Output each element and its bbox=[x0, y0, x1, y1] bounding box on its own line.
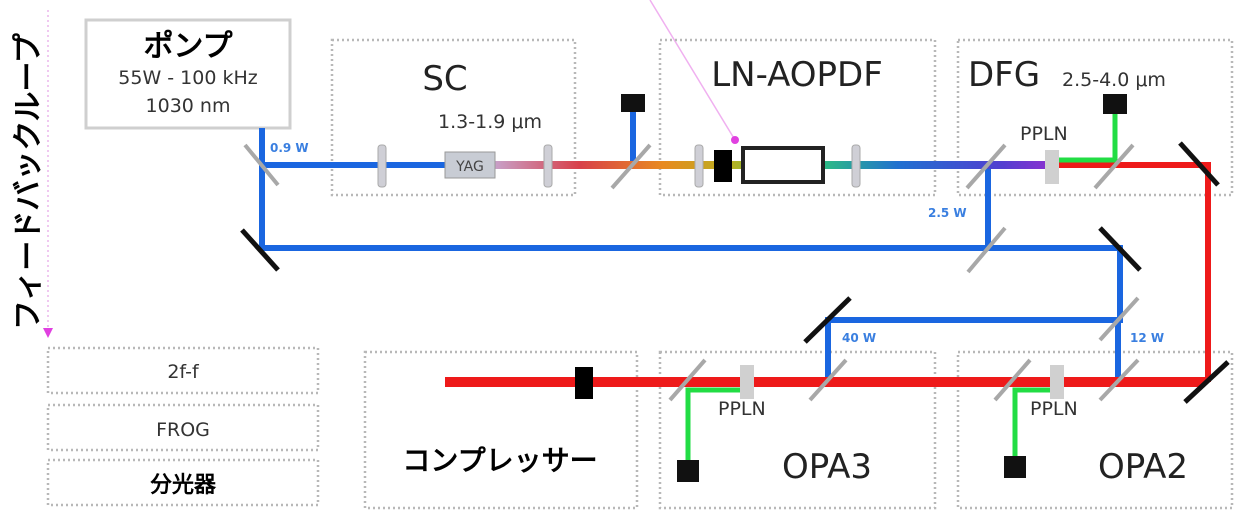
sc-box bbox=[330, 38, 577, 197]
diag-2f-f-label: 2f-f bbox=[167, 361, 200, 383]
dfg-title: DFG bbox=[968, 55, 1040, 95]
dfg-crystal-label: PPLN bbox=[1020, 123, 1068, 145]
pump-spec-wavelength: 1030 nm bbox=[146, 95, 231, 117]
dfg-range: 2.5-4.0 μm bbox=[1062, 69, 1166, 91]
beam-dumps bbox=[621, 94, 1127, 482]
aopdf-aperture bbox=[714, 150, 732, 182]
opa3-crystal-label: PPLN bbox=[718, 398, 766, 420]
diag-2f-f-box bbox=[46, 346, 320, 395]
aopdf-crystal bbox=[741, 146, 825, 184]
power-label-40w: 40 W bbox=[842, 331, 876, 345]
sc-range: 1.3-1.9 μm bbox=[438, 111, 542, 133]
pump-beams bbox=[259, 108, 1123, 380]
power-label-2-5w: 2.5 W bbox=[928, 206, 967, 220]
pump-spec-power: 55W - 100 kHz bbox=[118, 67, 257, 89]
dfg-box bbox=[956, 38, 1234, 197]
feedback-signal-line bbox=[649, 0, 736, 141]
opa2-title: OPA2 bbox=[1098, 447, 1188, 487]
opa3-title: OPA3 bbox=[782, 447, 872, 487]
compressor-box bbox=[363, 350, 639, 510]
aopdf-title: LN-AOPDF bbox=[711, 55, 883, 95]
mirrors bbox=[240, 141, 1230, 404]
opa2-box bbox=[956, 350, 1234, 510]
opa3-ppln-crystal bbox=[740, 365, 754, 399]
signal-beams bbox=[685, 108, 1118, 465]
feedback-point bbox=[731, 136, 739, 144]
yag-crystal bbox=[444, 151, 496, 179]
opa2-crystal-label: PPLN bbox=[1030, 398, 1078, 420]
beamsplitters bbox=[243, 143, 1140, 402]
diag-frog-box bbox=[46, 403, 320, 452]
dfg-ppln-crystal bbox=[1045, 150, 1059, 184]
feedback-loop-label: フィードバックループ bbox=[11, 32, 46, 330]
diag-frog-label: FROG bbox=[156, 419, 210, 441]
lenses bbox=[377, 144, 861, 188]
yag-label: YAG bbox=[455, 159, 484, 175]
diag-spectrometer-label: 分光器 bbox=[150, 473, 217, 498]
power-label-12w: 12 W bbox=[1130, 331, 1164, 345]
opa2-ppln-crystal bbox=[1050, 365, 1064, 399]
pump-title: ポンプ bbox=[143, 29, 233, 64]
compressor-title: コンプレッサー bbox=[402, 444, 597, 477]
pump-box bbox=[84, 18, 292, 130]
feedback-arrow-icon bbox=[43, 328, 53, 338]
sc-title: SC bbox=[422, 59, 467, 99]
power-label-0-9w: 0.9 W bbox=[270, 141, 309, 155]
compressor-aperture bbox=[575, 367, 593, 399]
diag-spectrometer-box bbox=[46, 458, 320, 507]
